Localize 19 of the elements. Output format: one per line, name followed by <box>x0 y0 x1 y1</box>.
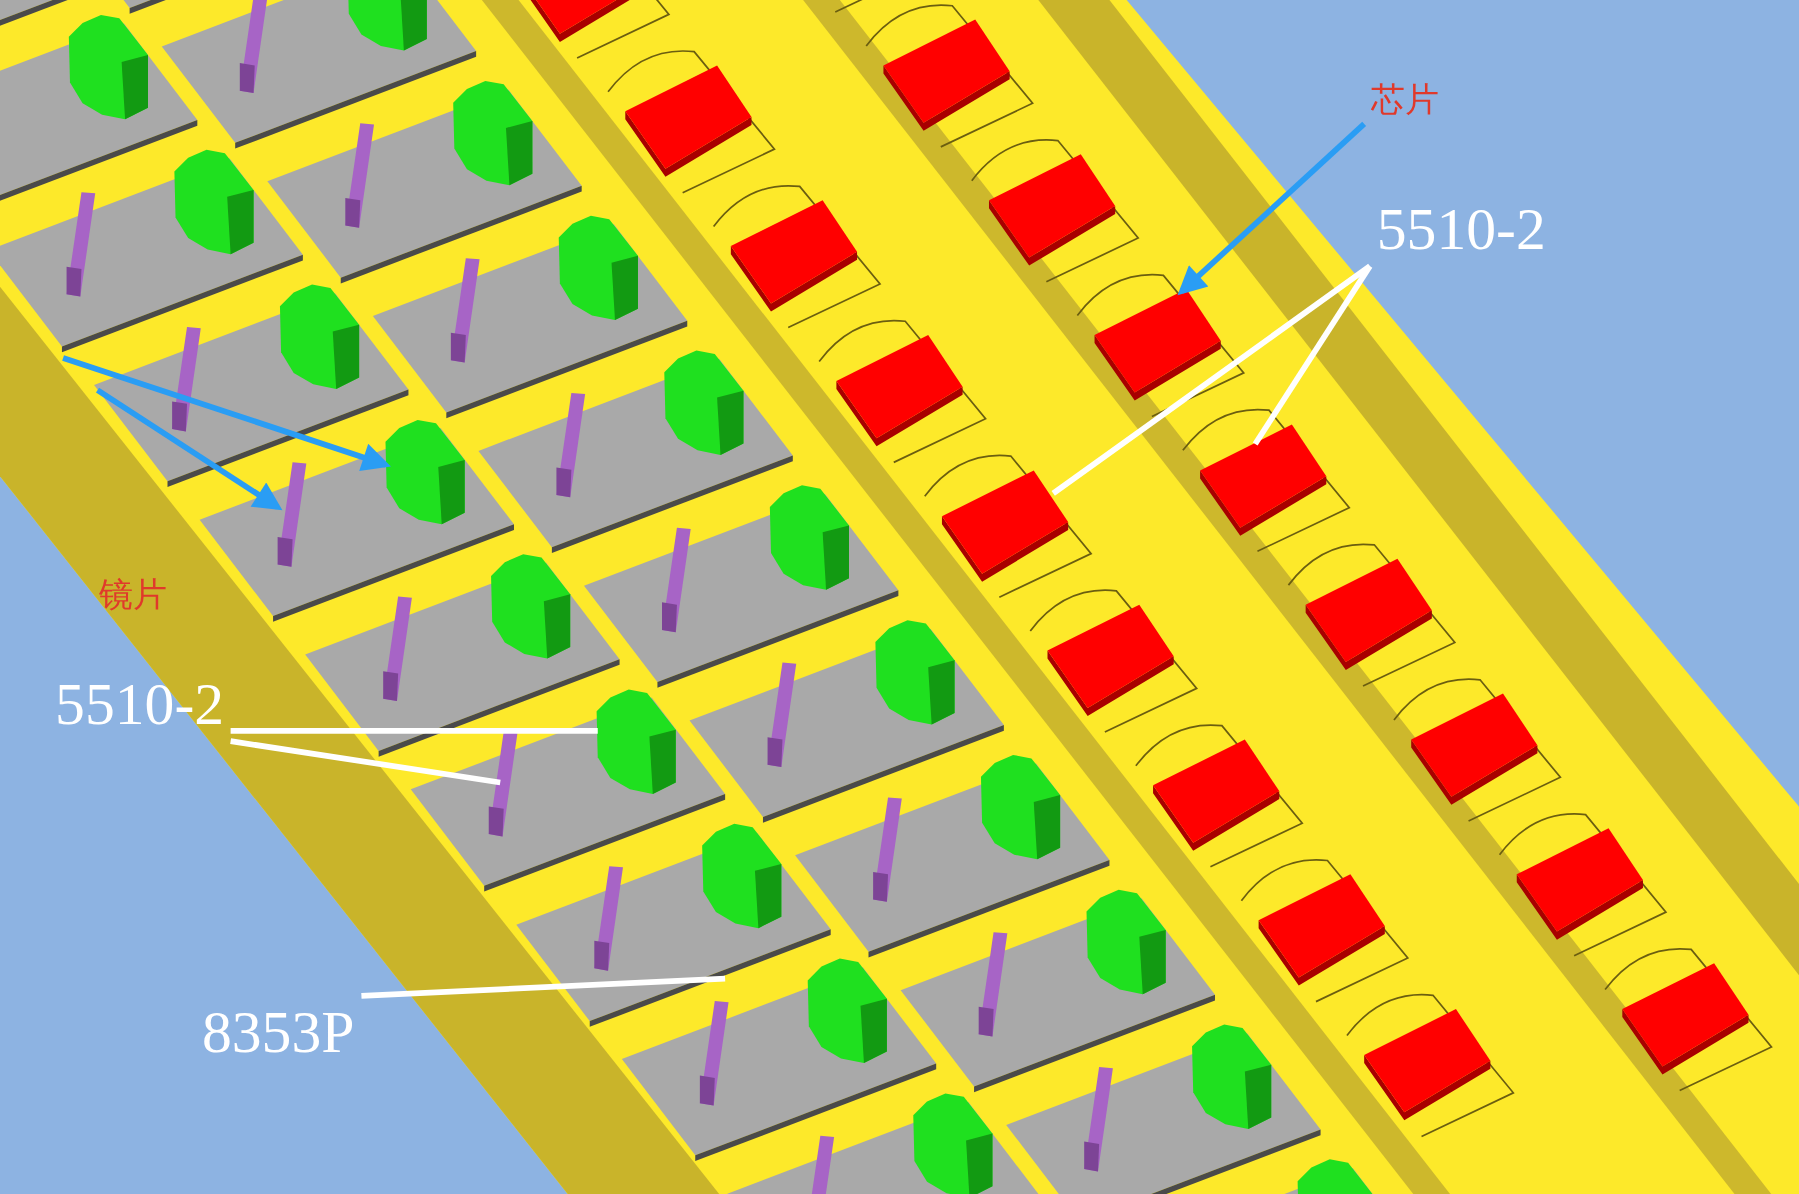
part-label: 8353P <box>201 1002 355 1063</box>
part-label: 5510-2 <box>1376 199 1546 260</box>
arrow <box>95 387 283 511</box>
arrow <box>62 355 391 472</box>
part-label: 镜片 <box>98 577 168 612</box>
leader-line <box>361 975 726 999</box>
pin-bar <box>277 461 307 567</box>
pin-bar <box>488 731 518 836</box>
leader-line <box>1051 263 1372 496</box>
leader-line <box>1252 264 1373 446</box>
lens-block <box>385 419 465 524</box>
chip-block <box>1094 289 1221 401</box>
chip-block <box>941 469 1069 582</box>
chip-block <box>1200 423 1327 536</box>
part-label: 芯片 <box>1371 82 1440 118</box>
leader-line <box>230 738 501 786</box>
lens-block <box>596 688 676 794</box>
arrow <box>1177 121 1367 296</box>
leader-line <box>230 727 598 734</box>
